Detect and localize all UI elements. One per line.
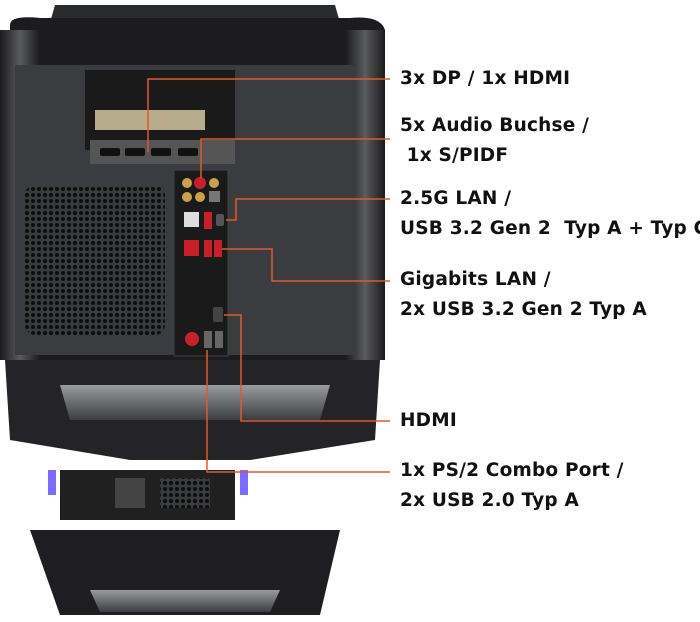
hdmi-port	[178, 148, 198, 156]
callout-text: HDMI	[400, 410, 457, 431]
callout-audio: 5x Audio Buchse / 1x S/PIDF	[400, 111, 589, 171]
callout-hdmi: HDMI	[400, 406, 457, 436]
gpu-vent	[95, 110, 205, 130]
leader-hdmi	[224, 314, 390, 422]
callout-gpu: 3x DP / 1x HDMI	[400, 64, 570, 94]
callout-text: 1x S/PIDF	[400, 145, 509, 166]
leader-lines	[147, 78, 390, 473]
callout-gblan: Gigabits LAN / 2x USB 3.2 Gen 2 Typ A	[400, 265, 647, 325]
callout-text: USB 3.2 Gen 2 Typ A + Typ C	[400, 218, 700, 239]
callout-text: 1x PS/2 Combo Port /	[400, 460, 624, 481]
leader-ps2	[206, 350, 390, 473]
led-strip	[48, 470, 56, 495]
callout-text: 2x USB 3.2 Gen 2 Typ A	[400, 299, 647, 320]
callout-ps2: 1x PS/2 Combo Port / 2x USB 2.0 Typ A	[400, 456, 624, 516]
callout-lan25: 2.5G LAN / USB 3.2 Gen 2 Typ A + Typ C	[400, 184, 700, 244]
callout-text: 2.5G LAN /	[400, 188, 512, 209]
dp-port	[151, 148, 171, 156]
callout-text: 2x USB 2.0 Typ A	[400, 490, 580, 511]
dp-port	[100, 148, 120, 156]
leader-lan25	[226, 198, 390, 221]
power-socket	[115, 478, 145, 508]
callout-text: Gigabits LAN /	[400, 269, 551, 290]
callout-text: 5x Audio Buchse /	[400, 115, 590, 136]
led-strip	[240, 470, 248, 495]
ps2-port	[185, 332, 199, 346]
dp-port	[125, 148, 145, 156]
hdmi-io-port	[213, 307, 223, 322]
leader-audio	[200, 138, 390, 178]
callout-text: 3x DP / 1x HDMI	[400, 68, 571, 89]
fan-grille	[25, 185, 165, 335]
leader-gblan	[222, 248, 390, 282]
leader-gpu	[147, 78, 390, 152]
